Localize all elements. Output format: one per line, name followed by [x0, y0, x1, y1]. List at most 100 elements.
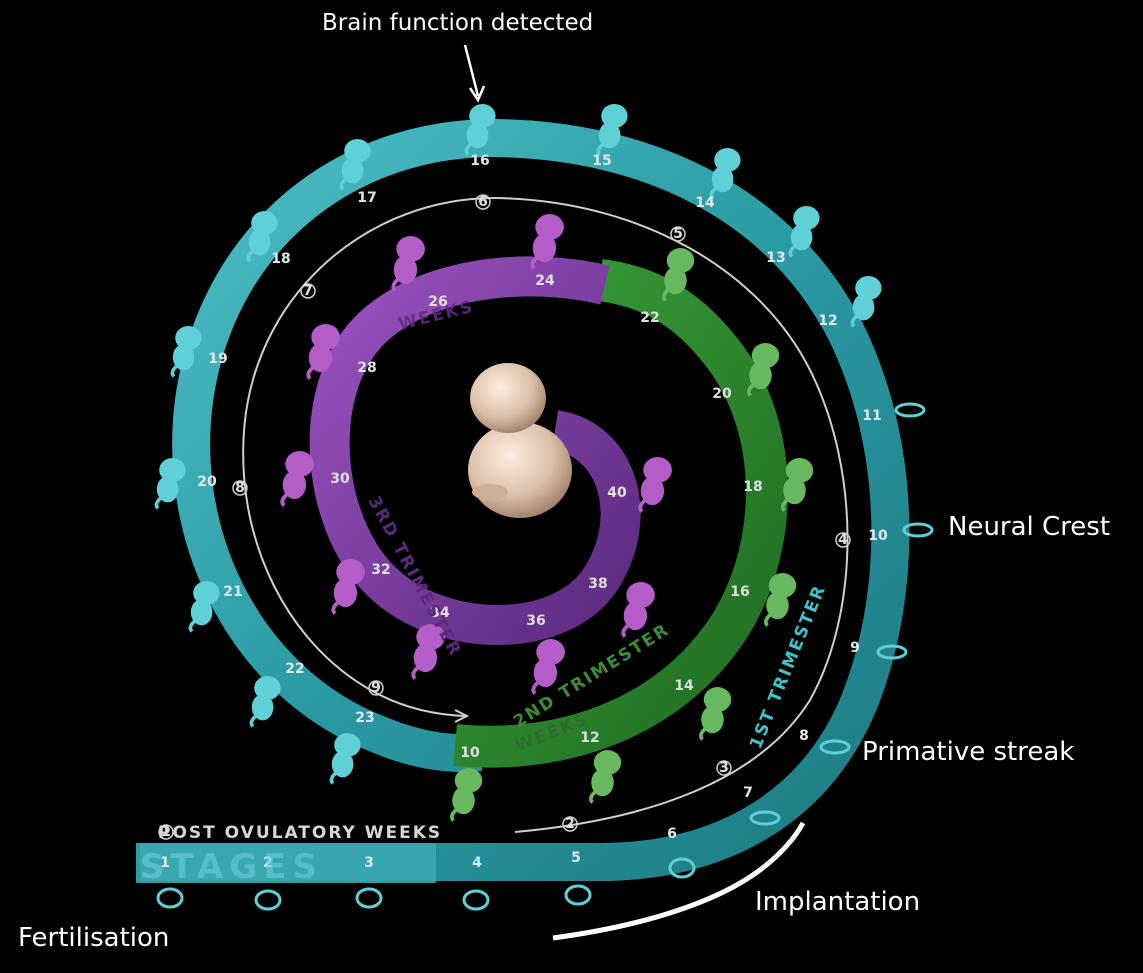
- stage-number: 5: [571, 850, 581, 866]
- week-spiral-line: [242, 196, 849, 833]
- stage-number: 6: [667, 826, 677, 842]
- embryo-icon-green: [763, 573, 797, 627]
- third-trimester-ring: [309, 256, 641, 645]
- implantation-curve: [552, 821, 806, 941]
- early-stage-icon: [819, 739, 851, 755]
- stage-number: 17: [357, 190, 376, 206]
- embryo-icon-cyan: [249, 676, 281, 728]
- embryo-icon-cyan: [188, 581, 220, 633]
- stage-number: 21: [223, 584, 242, 600]
- teal-ring-path: [140, 118, 910, 881]
- stage-number: 9: [850, 640, 860, 656]
- embryo-icon-green: [698, 687, 732, 741]
- week-line-arrowhead: [454, 709, 470, 723]
- stage-number: 7: [743, 785, 753, 801]
- early-stage-icon: [254, 889, 282, 911]
- brain-function-arrow: [463, 44, 480, 97]
- stage-number: 10: [868, 528, 888, 544]
- outer-stage-ring: [136, 118, 910, 883]
- green-week-number: 20: [712, 386, 732, 402]
- stage-number: 22: [285, 661, 304, 677]
- early-stage-icon: [462, 889, 490, 911]
- purple-week-number: 24: [535, 273, 555, 289]
- early-stage-icon: [564, 884, 592, 906]
- embryo-icons: [154, 104, 934, 911]
- early-stage-icon: [668, 857, 696, 879]
- early-stage-icon: [876, 644, 908, 660]
- green-week-number: 10: [460, 745, 480, 761]
- embryo-icon-cyan: [788, 206, 820, 258]
- embryo-icon-green: [449, 768, 483, 822]
- purple-week-number: 36: [526, 613, 545, 629]
- embryo-icon-purple: [531, 639, 565, 695]
- embryo-icon-cyan: [246, 211, 278, 263]
- stage-number: 15: [592, 153, 611, 169]
- week-marker-circle: [670, 226, 686, 242]
- embryo-icon-cyan: [154, 458, 186, 510]
- early-stage-icon: [902, 522, 934, 538]
- embryo-icon-cyan: [464, 104, 496, 156]
- embryo-icon-cyan: [596, 104, 628, 156]
- purple-week-number: 38: [588, 576, 607, 592]
- purple-week-number: 32: [371, 562, 390, 578]
- week-marker-number: 8: [235, 480, 245, 496]
- week-marker-number: 2: [565, 816, 575, 832]
- embryo-icon-cyan: [170, 326, 202, 378]
- week-marker-circle: [475, 194, 491, 210]
- stage-number: 1: [160, 855, 170, 871]
- annotations: Brain function detected Neural Crest Pri…: [18, 10, 1110, 953]
- week-marker-circle: [158, 824, 174, 840]
- fetus-head: [470, 363, 546, 433]
- green-ring-path: [453, 259, 788, 768]
- week-marker-circle: [835, 532, 851, 548]
- stage-number: 8: [799, 728, 809, 744]
- week-marker-circle: [716, 760, 732, 776]
- central-fetus-image: [468, 363, 572, 518]
- purple-week-number: 34: [430, 605, 450, 621]
- stage-number: 14: [695, 195, 715, 211]
- embryo-icon-purple: [280, 451, 314, 507]
- week-marker-number: 3: [719, 760, 729, 776]
- embryo-icon-purple: [638, 457, 672, 513]
- week-marker-number: 4: [838, 532, 848, 548]
- week-marker-circle: [562, 816, 578, 832]
- embryo-icon-purple: [391, 236, 425, 292]
- primitive-streak-label: Primative streak: [862, 737, 1074, 767]
- embryo-icon-green: [780, 458, 814, 512]
- brain-function-label: Brain function detected: [322, 10, 593, 36]
- purple-week-number: 28: [357, 360, 376, 376]
- embryo-icon-green: [588, 750, 622, 804]
- purple-week-number: 26: [428, 294, 447, 310]
- stage-number: 3: [364, 855, 374, 871]
- green-week-number: 14: [674, 678, 694, 694]
- stage-number: 4: [472, 855, 482, 871]
- brain-function-arrowhead: [468, 85, 486, 103]
- green-week-number: 16: [730, 584, 749, 600]
- second-trimester-ring: [453, 259, 788, 768]
- fetus-foot: [472, 484, 508, 500]
- green-week-number: 22: [640, 310, 659, 326]
- week-marker-circle: [368, 680, 384, 696]
- stage-number: 19: [208, 351, 227, 367]
- embryo-icon-cyan: [339, 139, 371, 191]
- embryo-icon-purple: [621, 582, 655, 638]
- stages-label: STAGES: [140, 847, 323, 887]
- stage-number: 23: [355, 710, 374, 726]
- early-stage-icon: [355, 887, 383, 909]
- embryo-icon-purple: [530, 214, 564, 270]
- early-stage-icon: [156, 887, 184, 909]
- fetus-body: [468, 422, 572, 518]
- stage-number: 2: [263, 855, 273, 871]
- week-marker-circle: [232, 480, 248, 496]
- implantation-label: Implantation: [755, 887, 920, 917]
- week-marker-number: 9: [371, 680, 381, 696]
- green-week-number: 18: [743, 479, 762, 495]
- stage-number: 18: [271, 251, 290, 267]
- week-marker-number: 5: [673, 226, 683, 242]
- stage-number: 16: [470, 153, 489, 169]
- week-marker-number: 7: [303, 283, 313, 299]
- embryo-icon-cyan: [709, 148, 741, 200]
- stages-bar: [136, 843, 436, 883]
